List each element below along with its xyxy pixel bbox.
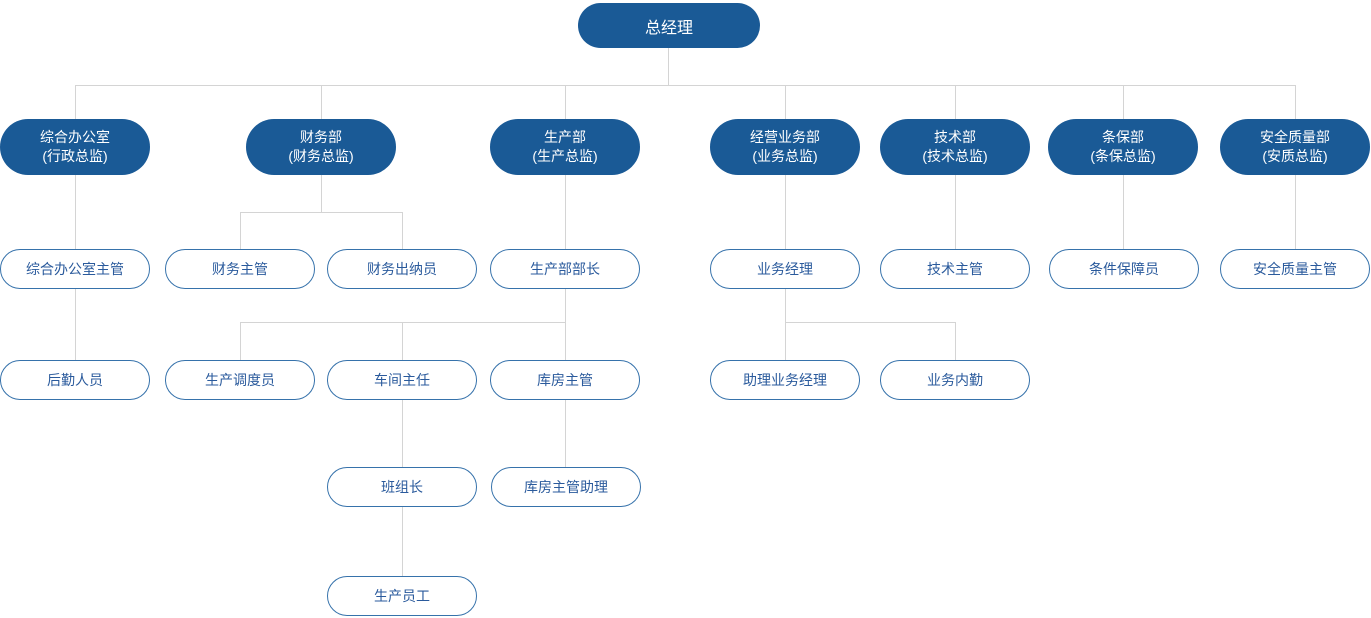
connector [785,322,955,323]
node-assistant-business-manager: 助理业务经理 [710,360,860,400]
node-label: 助理业务经理 [743,372,827,388]
node-label: 经营业务部 [750,129,820,145]
node-sublabel: (生产总监) [532,148,598,164]
node-label: 安全质量部 [1260,129,1330,145]
node-support-dept: 条保部 (条保总监) [1048,119,1198,175]
node-business-clerk: 业务内勤 [880,360,1030,400]
node-team-leader: 班组长 [327,467,477,507]
node-warehouse-supervisor-assistant: 库房主管助理 [491,467,641,507]
connector [955,322,956,360]
connector [785,322,786,360]
node-label: 业务内勤 [927,372,983,388]
connector [240,212,402,213]
connector [75,85,1295,86]
node-technology-dept: 技术部 (技术总监) [880,119,1030,175]
node-safety-quality-supervisor: 安全质量主管 [1220,249,1370,289]
connector [1295,85,1296,119]
connector [1295,175,1296,249]
node-label: 综合办公室 [40,129,110,145]
connector [402,212,403,249]
node-sublabel: (安质总监) [1262,148,1328,164]
node-label: 生产员工 [374,588,430,604]
node-sublabel: (技术总监) [922,148,988,164]
connector [240,212,241,249]
node-label: 库房主管助理 [524,479,608,495]
connector [402,322,403,360]
node-label: 生产部部长 [530,261,600,277]
connector [565,400,566,467]
connector [565,289,566,322]
connector [785,175,786,249]
node-production-worker: 生产员工 [327,576,477,616]
connector [1123,85,1124,119]
node-sublabel: (行政总监) [42,148,108,164]
node-label: 技术主管 [927,261,983,277]
node-safety-quality-dept: 安全质量部 (安质总监) [1220,119,1370,175]
connector [402,400,403,467]
node-warehouse-supervisor: 库房主管 [490,360,640,400]
node-label: 条件保障员 [1089,261,1159,277]
node-workshop-director: 车间主任 [327,360,477,400]
node-label: 财务出纳员 [367,261,437,277]
node-label: 财务部 [300,129,342,145]
node-business-dept: 经营业务部 (业务总监) [710,119,860,175]
connector [668,48,669,85]
node-label: 财务主管 [212,261,268,277]
connector [321,85,322,119]
node-business-manager: 业务经理 [710,249,860,289]
node-label: 安全质量主管 [1253,261,1337,277]
node-support-staff-member: 条件保障员 [1049,249,1199,289]
node-general-office-supervisor: 综合办公室主管 [0,249,150,289]
connector [75,289,76,360]
connector [565,322,566,360]
connector [321,175,322,212]
connector [75,85,76,119]
node-sublabel: (财务总监) [288,148,354,164]
node-label: 车间主任 [374,372,430,388]
connector [565,85,566,119]
node-label: 班组长 [381,479,423,495]
node-sublabel: (条保总监) [1090,148,1156,164]
node-general-office-dept: 综合办公室 (行政总监) [0,119,150,175]
node-general-manager: 总经理 [578,3,760,48]
connector [1123,175,1124,249]
node-label: 总经理 [644,19,693,37]
node-production-chief: 生产部部长 [490,249,640,289]
node-logistics-staff: 后勤人员 [0,360,150,400]
node-production-dispatcher: 生产调度员 [165,360,315,400]
connector [240,322,241,360]
node-label: 生产部 [544,129,586,145]
node-label: 后勤人员 [47,372,103,388]
node-label: 综合办公室主管 [26,261,124,277]
connector [785,289,786,322]
node-production-dept: 生产部 (生产总监) [490,119,640,175]
node-sublabel: (业务总监) [752,148,818,164]
node-label: 条保部 [1102,129,1144,145]
node-finance-dept: 财务部 (财务总监) [246,119,396,175]
node-label: 生产调度员 [205,372,275,388]
node-label: 业务经理 [757,261,813,277]
node-label: 技术部 [934,129,976,145]
connector [402,507,403,576]
connector [785,85,786,119]
node-finance-cashier: 财务出纳员 [327,249,477,289]
node-technical-supervisor: 技术主管 [880,249,1030,289]
connector [955,175,956,249]
connector [955,85,956,119]
connector [565,175,566,249]
node-finance-supervisor: 财务主管 [165,249,315,289]
connector [75,175,76,249]
node-label: 库房主管 [537,372,593,388]
